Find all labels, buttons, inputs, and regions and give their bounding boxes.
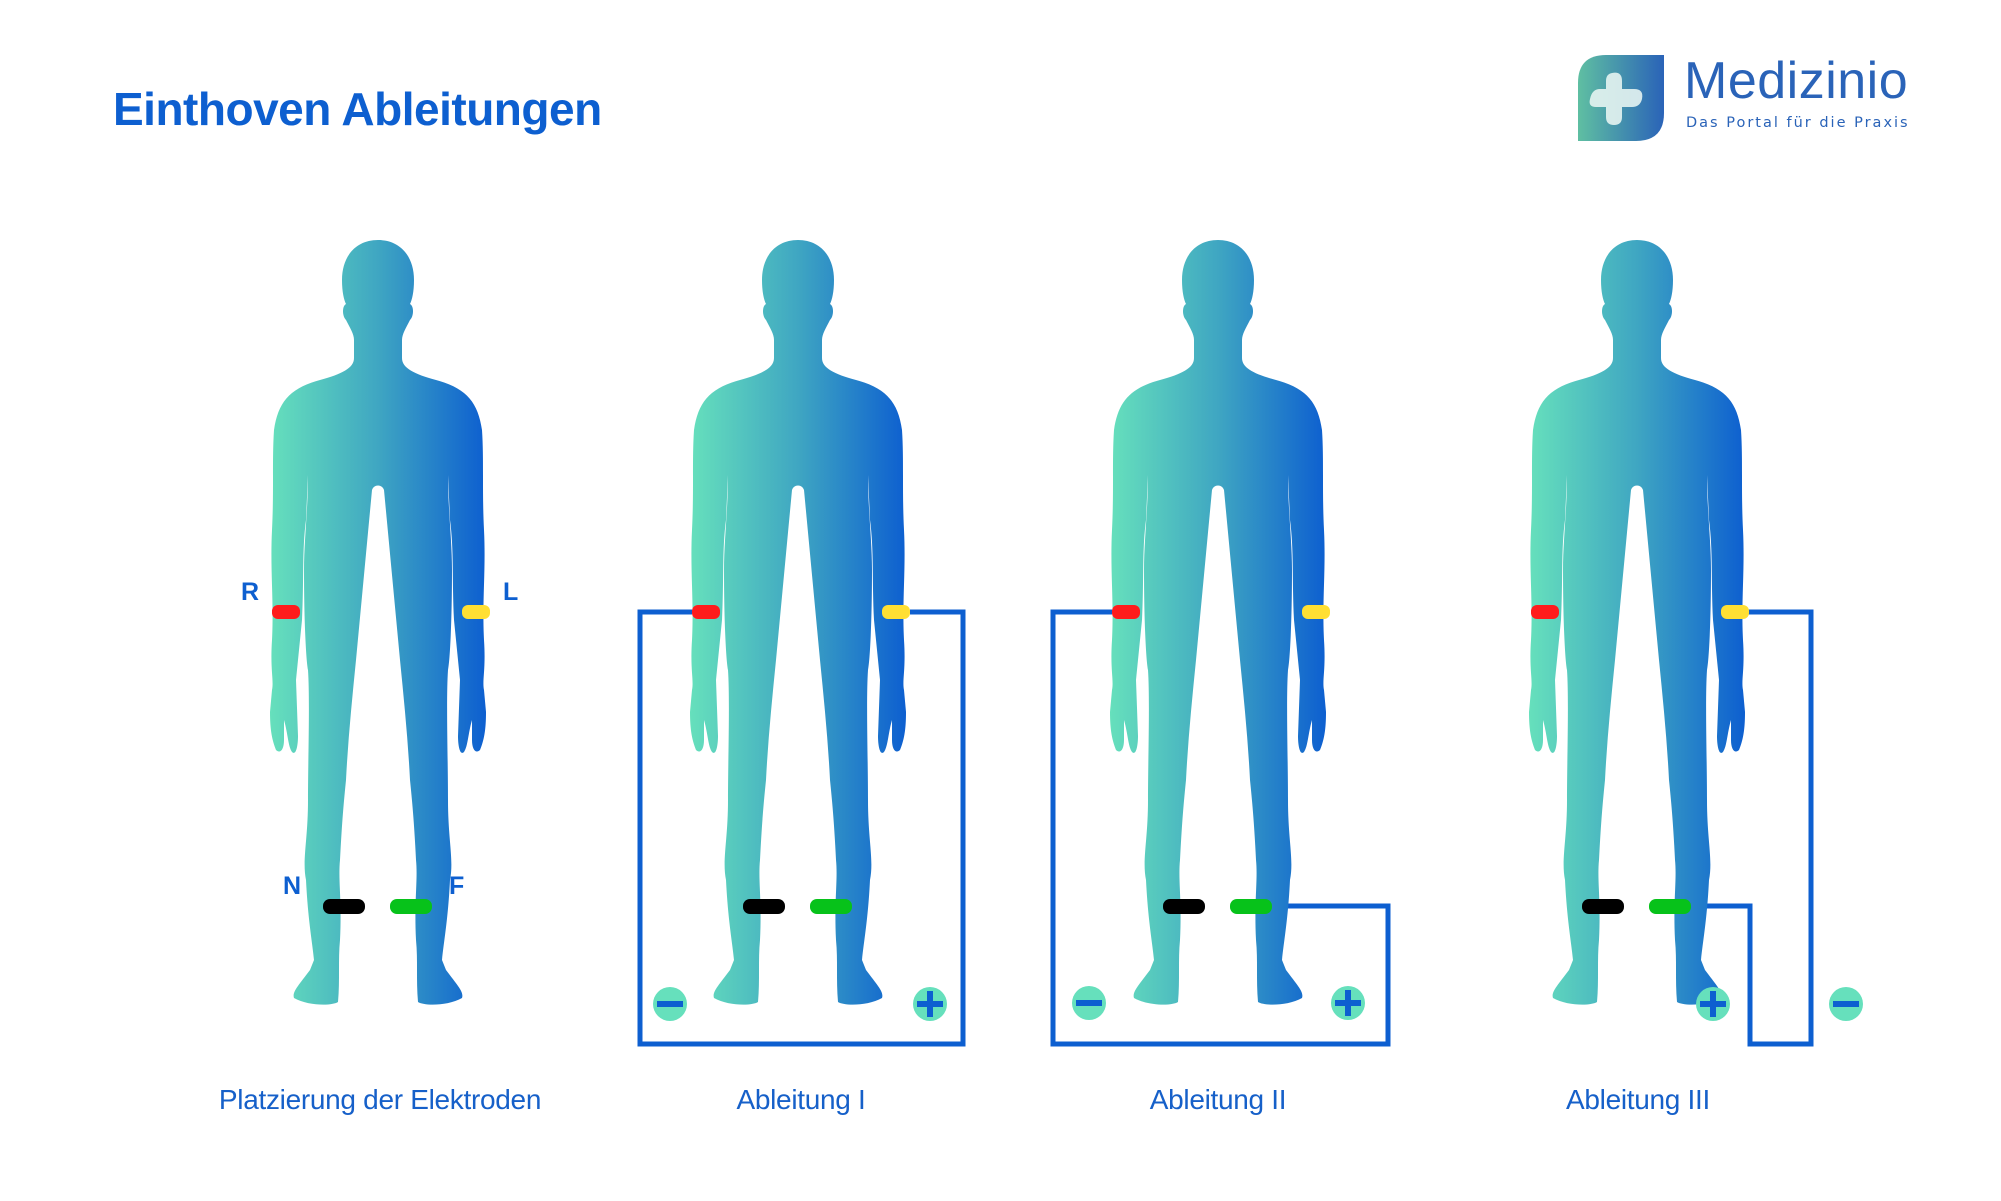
electrode-f — [390, 899, 432, 914]
caption-lead-1: Ableitung I — [736, 1084, 866, 1115]
medizinio-logo: Medizinio Das Portal für die Praxis — [1578, 52, 1918, 145]
logo-tagline: Das Portal für die Praxis — [1686, 115, 1910, 131]
electrode-l — [462, 605, 490, 619]
electrode-r — [692, 605, 720, 619]
positive-pole-icon — [1331, 986, 1365, 1020]
electrode-f — [1230, 899, 1272, 914]
negative-pole-icon — [1072, 986, 1106, 1020]
lead-2-wire — [1050, 609, 1391, 1047]
electrode-n — [323, 899, 365, 914]
caption-placement: Platzierung der Elektroden — [218, 1084, 542, 1115]
lead-3-wire — [1690, 609, 1814, 1047]
negative-pole-icon — [1829, 987, 1863, 1021]
panel-lead-1 — [637, 240, 966, 1047]
electrode-f — [1649, 899, 1691, 914]
logo-name: Medizinio — [1684, 52, 1909, 110]
body-silhouette — [1110, 240, 1326, 1005]
panel-lead-3 — [1529, 240, 1863, 1047]
electrode-l — [1721, 605, 1749, 619]
electrode-label-r: R — [241, 578, 260, 606]
negative-pole-icon — [653, 987, 687, 1021]
electrode-n — [1582, 899, 1624, 914]
body-silhouette — [690, 240, 906, 1005]
positive-pole-icon — [1696, 987, 1730, 1021]
lead-1-wire — [637, 609, 966, 1047]
electrode-label-l: L — [503, 578, 519, 606]
electrode-n — [743, 899, 785, 914]
caption-lead-3: Ableitung III — [1566, 1084, 1710, 1115]
electrode-r — [272, 605, 300, 619]
body-silhouette — [1529, 240, 1745, 1005]
panel-placement — [270, 240, 490, 1005]
electrode-f — [810, 899, 852, 914]
electrode-label-n: N — [283, 872, 302, 900]
electrode-r — [1112, 605, 1140, 619]
panel-lead-2 — [1050, 240, 1391, 1047]
electrode-label-f: F — [449, 872, 465, 900]
positive-pole-icon — [913, 987, 947, 1021]
medical-cross-icon — [1578, 55, 1664, 141]
electrode-r — [1531, 605, 1559, 619]
caption-lead-2: Ableitung II — [1149, 1084, 1287, 1115]
electrode-l — [1302, 605, 1330, 619]
page-title: Einthoven Ableitungen — [113, 83, 602, 135]
electrode-l — [882, 605, 910, 619]
electrode-n — [1163, 899, 1205, 914]
